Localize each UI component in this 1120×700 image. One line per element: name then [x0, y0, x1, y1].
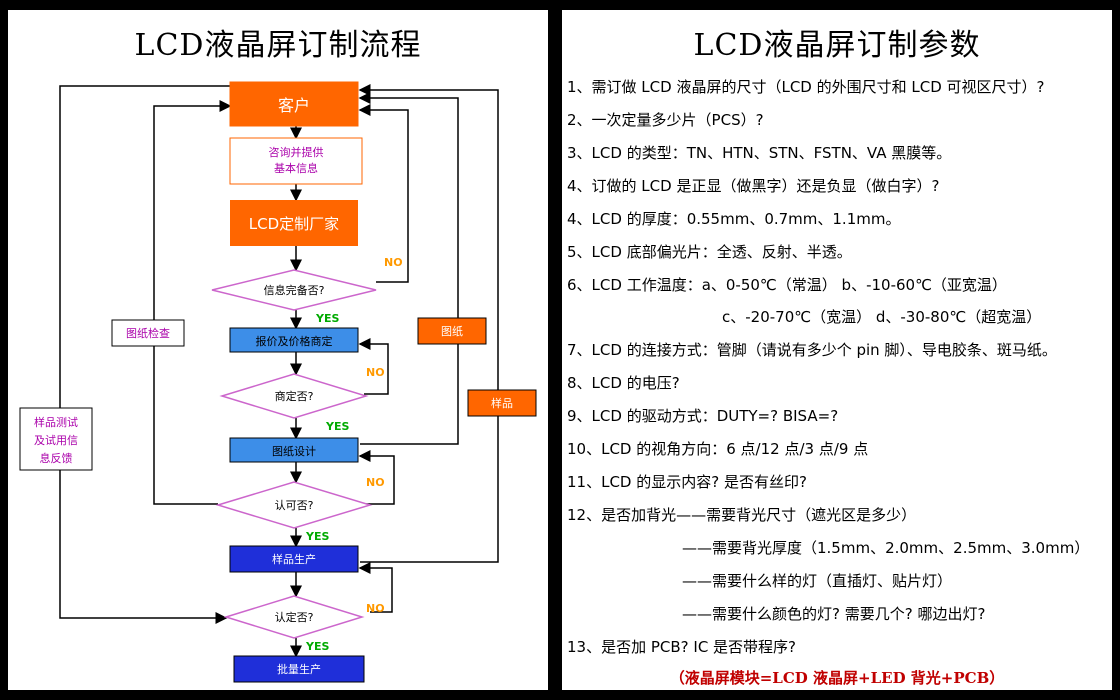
- factory-label: LCD定制厂家: [249, 215, 339, 233]
- yes-label-3: YES: [305, 530, 329, 543]
- quote-node: 报价及价格商定: [229, 327, 359, 353]
- agreed-label: 商定否?: [275, 389, 314, 403]
- approved-label: 认可否?: [275, 499, 314, 512]
- feedback-node: 样品测试 及试用信 息反馈: [19, 407, 93, 471]
- info-complete-label: 信息完备否?: [264, 283, 325, 297]
- param-item: ——需要什么颜色的灯? 需要几个? 哪边出灯?: [682, 605, 986, 623]
- no-label-2: NO: [366, 366, 385, 379]
- factory-node: LCD定制厂家: [230, 200, 358, 246]
- sample-production-label: 样品生产: [272, 552, 316, 566]
- param-item: 5、LCD 底部偏光片：全透、反射、半透。: [567, 243, 852, 261]
- param-item: 1、需订做 LCD 液晶屏的尺寸（LCD 的外围尺寸和 LCD 可视区尺寸）?: [567, 78, 1045, 96]
- param-item: 11、LCD 的显示内容? 是否有丝印?: [567, 473, 807, 491]
- drawing-node: 图纸: [417, 317, 487, 345]
- drawing-design-label: 图纸设计: [272, 445, 316, 458]
- param-item: c、-20-70℃（宽温） d、-30-80℃（超宽温）: [722, 308, 1042, 326]
- flowchart-diagram: 客户 咨询并提供 基本信息 LCD定制厂家 信息完备否? 报价及价格商定 商定否…: [19, 81, 537, 683]
- param-item: 3、LCD 的类型：TN、HTN、STN、FSTN、VA 黑膜等。: [567, 144, 952, 162]
- param-item: 7、LCD 的连接方式：管脚（请说有多少个 pin 脚）、导电胶条、斑马纸。: [567, 341, 1057, 359]
- no-label-4: NO: [366, 602, 385, 615]
- param-item: ——需要什么样的灯（直插灯、贴片灯）: [682, 572, 953, 590]
- param-item: 2、一次定量多少片（PCS）?: [567, 111, 764, 129]
- yes-label-4: YES: [305, 640, 329, 653]
- info-complete-decision: 信息完备否?: [211, 269, 377, 311]
- flowchart-title: LCD液晶屏订制流程: [134, 28, 422, 63]
- param-item: 9、LCD 的驱动方式：DUTY=? BISA=?: [567, 407, 839, 425]
- param-item: 12、是否加背光——需要背光尺寸（遮光区是多少）: [567, 506, 917, 524]
- sample-node: 样品: [467, 389, 537, 417]
- module-footnote: （液晶屏模块=LCD 液晶屏+LED 背光+PCB）: [669, 669, 1005, 687]
- customer-node: 客户: [229, 81, 359, 127]
- param-item: 4、订做的 LCD 是正显（做黑字）还是负显（做白字）?: [567, 177, 940, 195]
- param-item: ——需要背光厚度（1.5mm、2.0mm、2.5mm、3.0mm）: [682, 539, 1090, 557]
- flowchart-panel: LCD液晶屏订制流程: [8, 10, 548, 690]
- yes-label-1: YES: [315, 312, 339, 325]
- param-item: 10、LCD 的视角方向：6 点/12 点/3 点/9 点: [567, 440, 869, 458]
- drawing-check-node: 图纸检查: [111, 319, 185, 347]
- mass-production-label: 批量生产: [277, 662, 321, 676]
- drawing-design-node: 图纸设计: [229, 437, 359, 463]
- no-label-1: NO: [384, 256, 403, 269]
- confirmed-decision: 认定否?: [223, 595, 365, 639]
- param-item: 4、LCD 的厚度：0.55mm、0.7mm、1.1mm。: [567, 210, 901, 228]
- consult-label-2: 基本信息: [274, 161, 318, 175]
- param-item: 13、是否加 PCB? IC 是否带程序?: [567, 638, 797, 656]
- agreed-decision: 商定否?: [219, 373, 369, 419]
- param-item: 8、LCD 的电压?: [567, 374, 680, 392]
- no-label-3: NO: [366, 476, 385, 489]
- feedback-label-2: 及试用信: [34, 434, 78, 447]
- customer-label: 客户: [278, 96, 310, 115]
- feedback-label-1: 样品测试: [34, 415, 78, 429]
- sample-production-node: 样品生产: [229, 545, 359, 573]
- drawing-label: 图纸: [441, 325, 463, 338]
- mass-production-node: 批量生产: [233, 655, 365, 683]
- parameters-panel: LCD液晶屏订制参数 1、需订做 LCD 液晶屏的尺寸（LCD 的外围尺寸和 L…: [562, 10, 1112, 690]
- confirmed-label: 认定否?: [275, 610, 314, 624]
- drawing-check-label: 图纸检查: [126, 326, 170, 340]
- param-item: 6、LCD 工作温度：a、0-50℃（常温） b、-10-60℃（亚宽温）: [567, 276, 1007, 294]
- parameters-title: LCD液晶屏订制参数: [693, 28, 981, 63]
- consult-label-1: 咨询并提供: [269, 145, 324, 159]
- approved-decision: 认可否?: [215, 481, 373, 529]
- flow-connectors: [59, 84, 499, 658]
- yes-label-2: YES: [325, 420, 349, 433]
- quote-label: 报价及价格商定: [256, 334, 333, 348]
- sample-label: 样品: [491, 396, 513, 410]
- consult-node: 咨询并提供 基本信息: [229, 137, 363, 185]
- feedback-label-3: 息反馈: [40, 451, 73, 465]
